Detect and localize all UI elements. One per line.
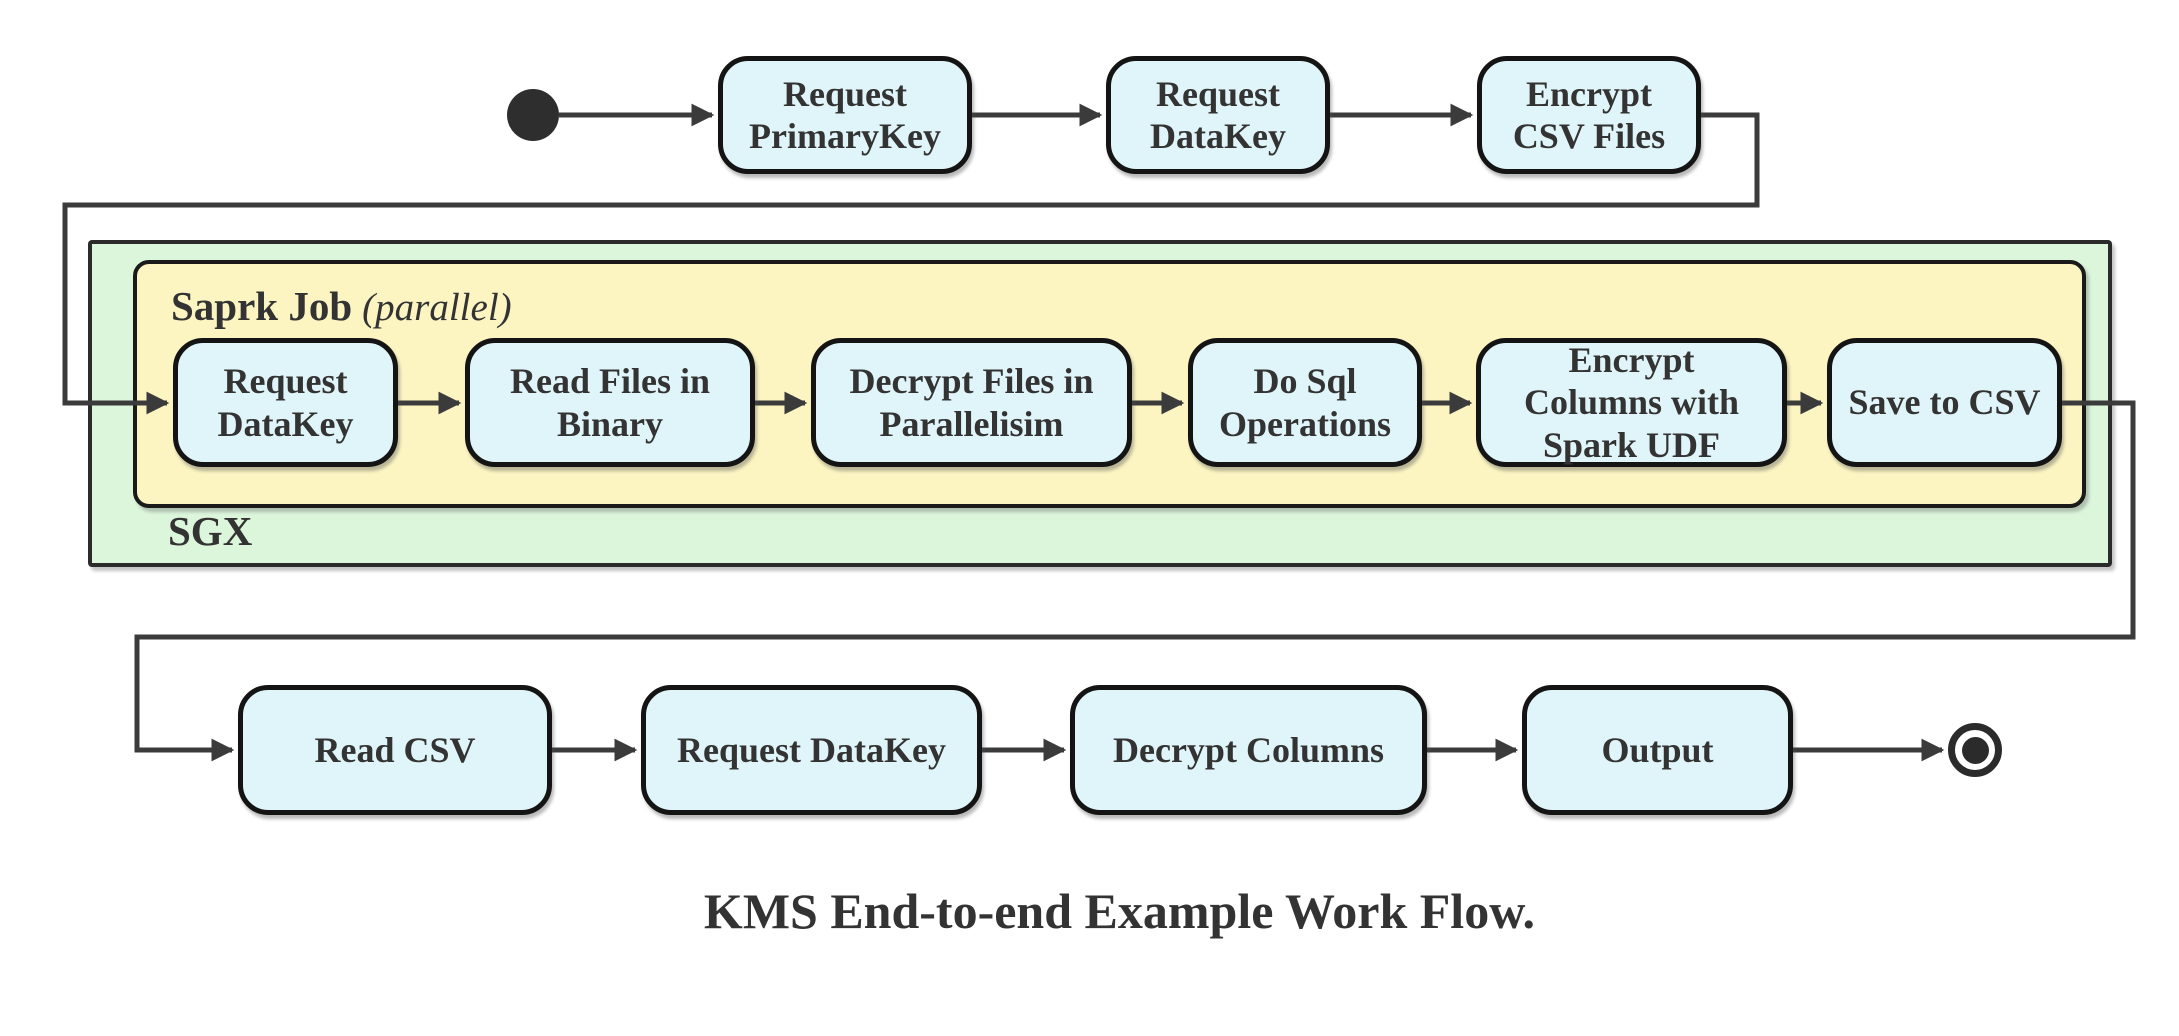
- start-state-dot: [507, 89, 559, 141]
- node-encrypt-csv-files: Encrypt CSV Files: [1477, 56, 1701, 174]
- node-read-files-in-binary: Read Files in Binary: [465, 338, 755, 467]
- node-save-to-csv: Save to CSV: [1827, 338, 2062, 467]
- node-decrypt-columns: Decrypt Columns: [1070, 685, 1427, 815]
- end-state-icon: [1948, 723, 2002, 777]
- node-request-datakey-client: Request DataKey: [641, 685, 982, 815]
- arrow-encrypt-csv-to-sgx-request-datakey: [62, 112, 1760, 415]
- node-request-datakey-sgx: Request DataKey: [173, 338, 398, 467]
- node-request-datakey-top: Request DataKey: [1106, 56, 1330, 174]
- sgx-label: SGX: [168, 508, 253, 554]
- end-state-inner-dot: [1961, 736, 1989, 764]
- diagram-caption: KMS End-to-end Example Work Flow.: [703, 883, 1536, 939]
- spark-job-label: Saprk Job(parallel): [171, 282, 512, 330]
- node-decrypt-files-in-parallelism: Decrypt Files in Parallelisim: [811, 338, 1132, 467]
- node-encrypt-columns-with-spark-udf: Encrypt Columns with Spark UDF: [1476, 338, 1787, 467]
- node-output: Output: [1522, 685, 1793, 815]
- spark-job-label-title: Saprk Job: [171, 283, 353, 329]
- node-request-primarykey: Request PrimaryKey: [718, 56, 972, 174]
- node-do-sql-operations: Do Sql Operations: [1188, 338, 1422, 467]
- arrow-save-csv-to-read-csv: [134, 400, 2136, 762]
- node-read-csv: Read CSV: [238, 685, 552, 815]
- spark-job-label-annotation: (parallel): [362, 286, 512, 329]
